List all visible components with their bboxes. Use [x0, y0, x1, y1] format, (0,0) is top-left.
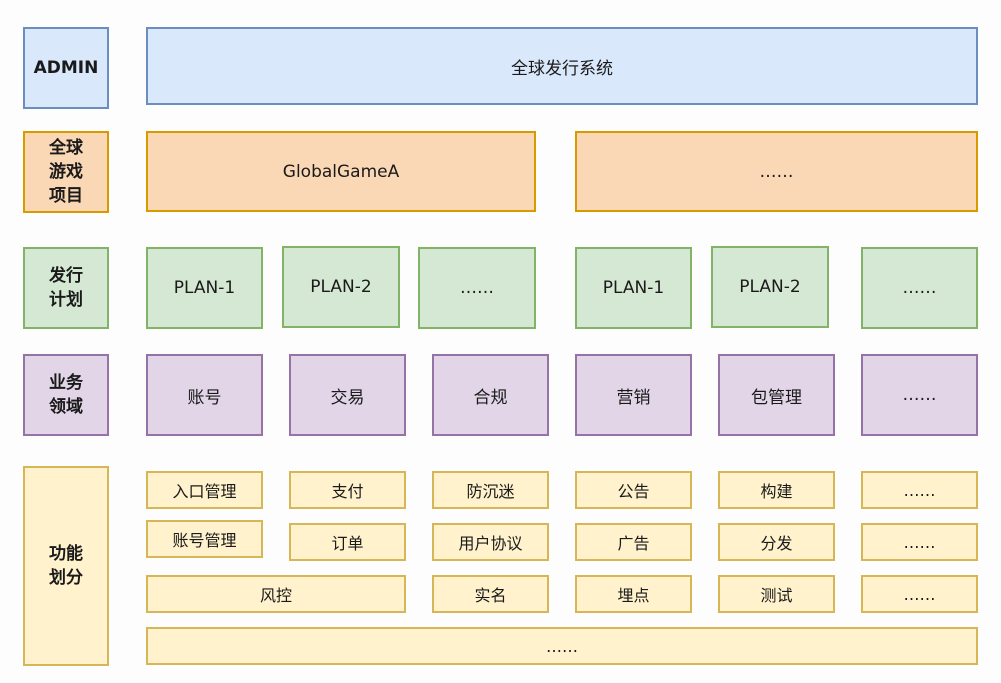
- domain-marketing: 营销: [575, 354, 692, 436]
- admin-label: ADMIN: [23, 27, 109, 109]
- domain-label: 业务 领域: [23, 354, 109, 436]
- domain-more: ……: [861, 354, 978, 436]
- func-more-2: ……: [861, 523, 978, 561]
- func-real-name: 实名: [432, 575, 549, 613]
- func-order: 订单: [289, 523, 406, 561]
- plan-label: 发行 计划: [23, 247, 109, 329]
- project-label: 全球 游戏 项目: [23, 131, 109, 213]
- domain-account: 账号: [146, 354, 263, 436]
- func-user-agreement: 用户协议: [432, 523, 549, 561]
- plan-1-a: PLAN-1: [146, 247, 263, 329]
- plan-more-b: ……: [861, 247, 978, 329]
- plan-1-b: PLAN-1: [575, 247, 692, 329]
- func-advertising: 广告: [575, 523, 692, 561]
- func-build: 构建: [718, 471, 835, 509]
- global-release-system: 全球发行系统: [146, 27, 978, 105]
- domain-package: 包管理: [718, 354, 835, 436]
- func-announcement: 公告: [575, 471, 692, 509]
- domain-compliance: 合规: [432, 354, 549, 436]
- func-payment: 支付: [289, 471, 406, 509]
- func-account-management: 账号管理: [146, 520, 263, 558]
- plan-2-b: PLAN-2: [711, 246, 829, 328]
- func-entry-management: 入口管理: [146, 471, 263, 509]
- plan-2-a: PLAN-2: [282, 246, 400, 328]
- func-risk-control: 风控: [146, 575, 406, 613]
- project-global-game-a: GlobalGameA: [146, 131, 536, 212]
- plan-more-a: ……: [418, 247, 536, 329]
- domain-trade: 交易: [289, 354, 406, 436]
- func-more-3: ……: [861, 575, 978, 613]
- function-label: 功能 划分: [23, 466, 109, 666]
- func-tracking: 埋点: [575, 575, 692, 613]
- func-anti-addiction: 防沉迷: [432, 471, 549, 509]
- func-distribution: 分发: [718, 523, 835, 561]
- func-more-1: ……: [861, 471, 978, 509]
- func-testing: 测试: [718, 575, 835, 613]
- func-more-wide: ……: [146, 627, 978, 665]
- project-more: ……: [575, 131, 978, 212]
